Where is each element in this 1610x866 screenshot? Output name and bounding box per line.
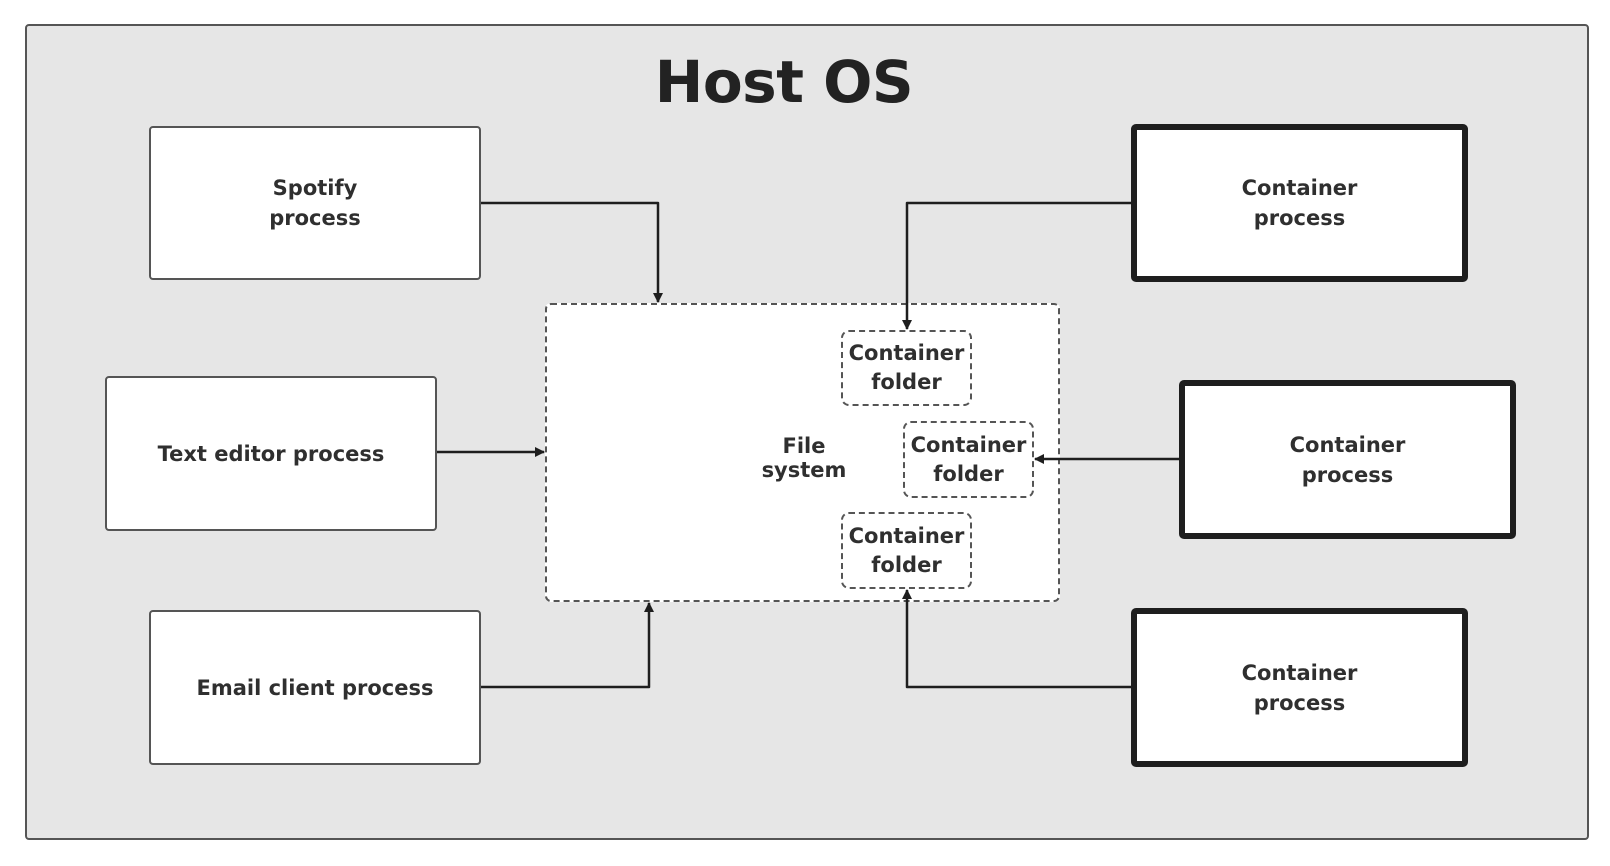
container-process-middle-label: Container process [1289, 432, 1406, 487]
container-folder-bottom[interactable]: Container folder [841, 512, 972, 589]
container-process-bottom-label: Container process [1241, 660, 1358, 715]
spotify-process-box[interactable]: Spotify process [149, 126, 481, 280]
container-process-box-middle[interactable]: Container process [1179, 380, 1516, 539]
container-folder-bottom-label: Container folder [848, 523, 965, 577]
container-folder-top[interactable]: Container folder [841, 330, 972, 406]
container-folder-middle-label: Container folder [910, 432, 1027, 486]
text-editor-process-label: Text editor process [157, 441, 385, 466]
email-client-process-label: Email client process [196, 675, 434, 700]
host-os-title: Host OS [654, 48, 914, 116]
file-system-label: File system [761, 434, 847, 482]
email-client-process-box[interactable]: Email client process [149, 610, 481, 765]
container-process-top-label: Container process [1241, 176, 1358, 230]
container-folder-top-label: Container folder [848, 341, 965, 394]
container-process-box-top[interactable]: Container process [1131, 124, 1468, 282]
spotify-process-label: Spotify process [269, 176, 361, 230]
container-process-box-bottom[interactable]: Container process [1131, 608, 1468, 767]
text-editor-process-box[interactable]: Text editor process [105, 376, 437, 531]
container-folder-middle[interactable]: Container folder [903, 421, 1034, 498]
